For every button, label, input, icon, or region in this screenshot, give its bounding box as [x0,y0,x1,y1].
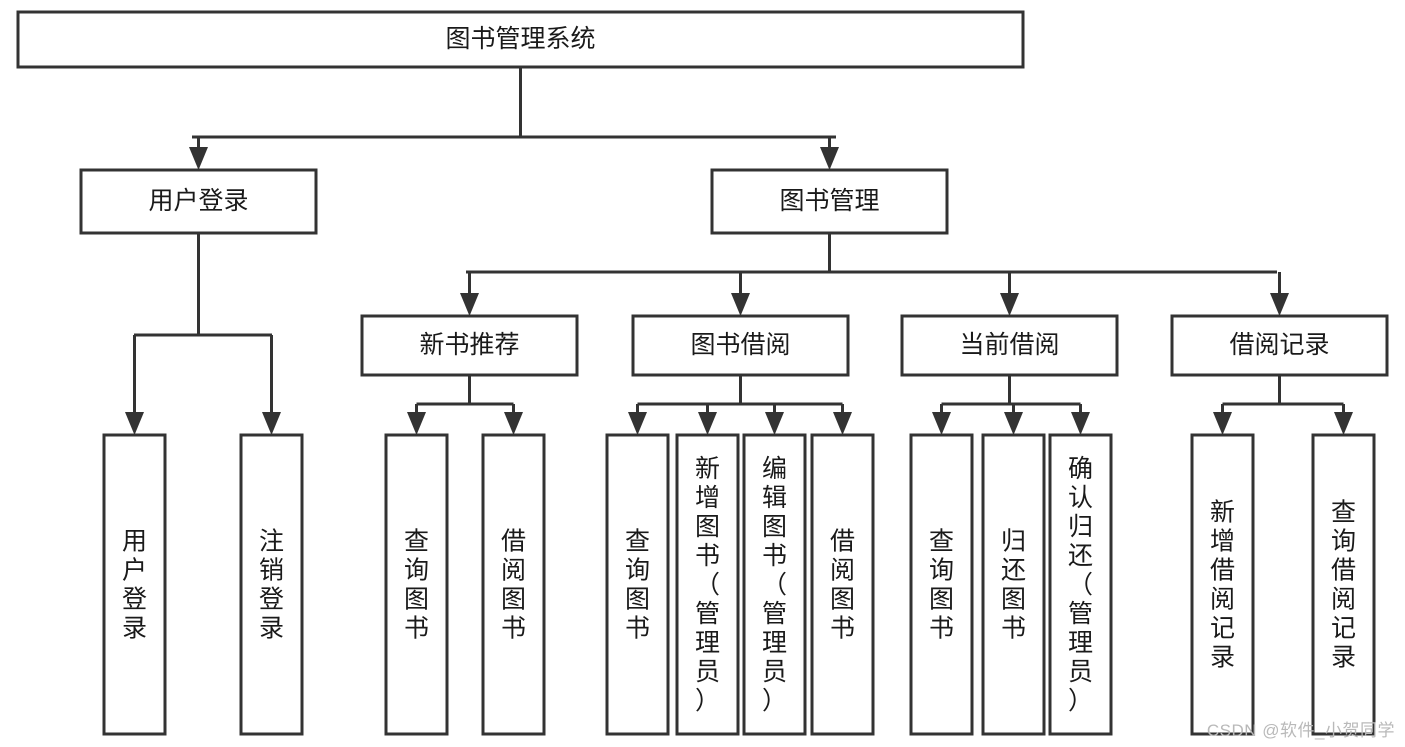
node-leaf-edit-book[interactable]: 编辑图书（管理员） [742,433,807,736]
arrow-head-icon [125,412,144,435]
node-current-borrow-box[interactable] [900,314,1119,377]
node-current-borrow[interactable]: 当前借阅 [900,314,1119,377]
arrow-head-icon [407,412,426,435]
node-leaf-add-record[interactable]: 新增借阅记录 [1190,433,1255,736]
node-user-login-label: 用户登录 [148,187,248,215]
node-leaf-return-book-box[interactable] [981,433,1046,736]
node-leaf-logout-box[interactable] [239,433,304,736]
arrow-head-icon [833,412,852,435]
arrow-head-icon [932,412,951,435]
arrow-head-icon [1213,412,1232,435]
node-user-login-box[interactable] [79,168,318,235]
node-leaf-borrow-book-b-box[interactable] [810,433,875,736]
node-leaf-query-book-rec[interactable]: 查询图书 [384,433,449,736]
arrow-head-icon [504,412,523,435]
node-leaf-query-book-c-label: 查询图书 [929,528,954,643]
node-leaf-query-book-rec-label: 查询图书 [404,528,429,643]
node-leaf-query-record-box[interactable] [1311,433,1376,736]
node-leaf-borrow-book-b-label: 借阅图书 [830,528,855,643]
node-leaf-query-record[interactable]: 查询借阅记录 [1311,433,1376,736]
node-leaf-add-record-box[interactable] [1190,433,1255,736]
node-leaf-query-record-label: 查询借阅记录 [1331,499,1356,672]
arrow-head-icon [698,412,717,435]
node-leaf-logout-label: 注销登录 [259,528,284,643]
node-leaf-borrow-book-rec-box[interactable] [481,433,546,736]
node-leaf-user-login-label: 用户登录 [122,528,147,643]
node-leaf-edit-book-label: 编辑图书（管理员） [762,455,787,715]
node-leaf-add-record-label: 新增借阅记录 [1210,499,1235,672]
arrow-head-icon [460,293,479,316]
node-leaf-user-login-box[interactable] [102,433,167,736]
arrow-head-icon [1270,293,1289,316]
node-current-borrow-label: 当前借阅 [959,331,1059,359]
node-root-system-box[interactable] [16,10,1025,69]
node-borrow-record-label: 借阅记录 [1229,331,1329,359]
arrow-head-icon [731,293,750,316]
node-leaf-query-book-rec-box[interactable] [384,433,449,736]
node-leaf-user-login[interactable]: 用户登录 [102,433,167,736]
node-user-login[interactable]: 用户登录 [79,168,318,235]
node-new-book-rec[interactable]: 新书推荐 [360,314,579,377]
arrow-head-icon [1000,293,1019,316]
node-book-borrow-box[interactable] [631,314,850,377]
arrow-head-icon [1071,412,1090,435]
node-leaf-logout[interactable]: 注销登录 [239,433,304,736]
node-leaf-return-book-label: 归还图书 [1001,528,1026,643]
node-new-book-rec-box[interactable] [360,314,579,377]
node-book-manage-box[interactable] [710,168,949,235]
node-leaf-edit-book-box[interactable] [742,433,807,736]
node-leaf-confirm-return-label: 确认归还（管理员） [1068,455,1093,715]
node-leaf-query-book-b-label: 查询图书 [625,528,650,643]
arrow-head-icon [820,147,839,170]
node-leaf-query-book-b-box[interactable] [605,433,670,736]
node-borrow-record-box[interactable] [1170,314,1389,377]
node-leaf-add-book-label: 新增图书（管理员） [695,455,720,715]
node-leaf-confirm-return[interactable]: 确认归还（管理员） [1048,433,1113,736]
node-new-book-rec-label: 新书推荐 [419,331,519,359]
node-leaf-return-book[interactable]: 归还图书 [981,433,1046,736]
node-leaf-confirm-return-box[interactable] [1048,433,1113,736]
arrow-head-icon [628,412,647,435]
node-leaf-borrow-book-rec[interactable]: 借阅图书 [481,433,546,736]
node-book-borrow-label: 图书借阅 [690,331,790,359]
arrow-head-icon [1334,412,1353,435]
arrow-head-icon [189,147,208,170]
node-leaf-query-book-b[interactable]: 查询图书 [605,433,670,736]
node-root-system[interactable]: 图书管理系统 [16,10,1025,69]
node-leaf-add-book[interactable]: 新增图书（管理员） [675,433,740,736]
arrow-head-icon [765,412,784,435]
node-leaf-add-book-box[interactable] [675,433,740,736]
node-borrow-record[interactable]: 借阅记录 [1170,314,1389,377]
node-book-manage[interactable]: 图书管理 [710,168,949,235]
node-leaf-query-book-c[interactable]: 查询图书 [909,433,974,736]
node-leaf-borrow-book-b[interactable]: 借阅图书 [810,433,875,736]
node-root-system-label: 图书管理系统 [445,25,595,53]
node-leaf-query-book-c-box[interactable] [909,433,974,736]
node-book-manage-label: 图书管理 [779,187,879,215]
arrow-head-icon [262,412,281,435]
arrow-head-icon [1004,412,1023,435]
node-book-borrow[interactable]: 图书借阅 [631,314,850,377]
node-leaf-borrow-book-rec-label: 借阅图书 [501,528,526,643]
